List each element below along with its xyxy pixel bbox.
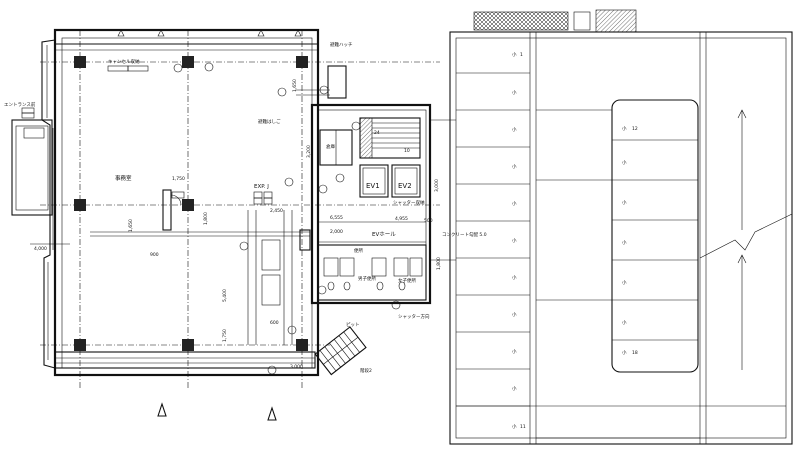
column xyxy=(182,339,194,351)
curtain-box-label: キャンセル収納 xyxy=(108,58,140,65)
emergency-hatch-label: 避難ハッチ xyxy=(330,41,353,48)
slot-prefix: 小 xyxy=(512,274,517,281)
dim-6555: 6,555 xyxy=(330,215,343,221)
shutter-box-label: シャッター収納 xyxy=(393,199,425,206)
dim-1800: 1,800 xyxy=(203,212,209,225)
hatch-ladder-label: 避難はしご xyxy=(258,118,281,125)
parking-outline xyxy=(449,31,793,445)
elevator-1 xyxy=(359,164,389,198)
parking-stair xyxy=(473,11,569,31)
dim-1750b: 1,750 xyxy=(222,329,228,342)
toilet-label: 便所 xyxy=(354,247,363,254)
slot-prefix: 小 xyxy=(512,163,517,170)
dim-1800b: 1,800 xyxy=(436,257,442,270)
dim-3200: 3,200 xyxy=(306,145,312,158)
parking-slot-labels: 小 1 小 小 小 小 小 小 小 小 小 小 11 小 12 小 小 小 小 … xyxy=(512,51,638,430)
break-line xyxy=(699,213,793,259)
core-outline xyxy=(310,103,432,305)
dim-1750: 1,750 xyxy=(172,176,185,182)
slot-prefix: 小 xyxy=(622,199,627,206)
left-slot-lines xyxy=(456,72,530,407)
column xyxy=(74,56,86,68)
slot-prefix: 小 xyxy=(512,126,517,133)
top-markers xyxy=(117,29,302,37)
slot-prefix: 小 xyxy=(512,423,517,430)
slot-prefix: 小 xyxy=(622,125,627,132)
left-building: エントランス前 事務室 1,750 1,650 4,000 5,400 1,75… xyxy=(4,28,440,421)
slot-prefix: 小 xyxy=(512,51,517,58)
bottom-slab xyxy=(54,351,316,369)
left-wall-outline xyxy=(41,39,56,369)
slot-prefix: 小 xyxy=(512,89,517,96)
slot-number: 1 xyxy=(520,52,523,58)
slot-prefix: 小 xyxy=(622,279,627,286)
toilet-block xyxy=(317,244,427,301)
shutter-direction-label: シャッター方向 xyxy=(398,313,430,320)
dim-1650b: 1,650 xyxy=(292,79,298,92)
dim-1650: 1,650 xyxy=(128,219,134,232)
storage-label: 倉庫 xyxy=(326,143,335,150)
pit-label: ピット xyxy=(346,322,360,328)
dim-4955: 4,955 xyxy=(395,216,408,222)
parking-structure: 小 1 小 小 小 小 小 小 小 小 小 小 11 小 12 小 小 小 小 … xyxy=(449,9,793,445)
ev2-label: EV2 xyxy=(398,182,412,190)
slot-prefix: 小 xyxy=(512,348,517,355)
north-marker xyxy=(267,406,277,421)
slot-prefix: 小 xyxy=(622,319,627,326)
column xyxy=(296,339,308,351)
middle-slot-lines xyxy=(612,139,698,341)
slot-prefix: 小 xyxy=(512,385,517,392)
ev-hall-label: EVホール xyxy=(372,231,396,238)
grade-note: コンクリート勾配 5.0 xyxy=(442,231,487,238)
dim-3000: 3,000 xyxy=(290,364,303,370)
exp-j-label: EXP. J xyxy=(254,184,269,190)
slot-prefix: 小 xyxy=(512,311,517,318)
num-10: 10 xyxy=(404,148,410,154)
stairs-2 xyxy=(314,326,367,376)
dim-2000: 2,000 xyxy=(330,229,343,235)
slot-number: 12 xyxy=(632,126,638,132)
stairs2-label: 階段2 xyxy=(360,367,372,374)
dim-4000: 4,000 xyxy=(34,246,47,252)
slot-prefix: 小 xyxy=(622,239,627,246)
slot-prefix: 小 xyxy=(622,159,627,166)
dim-3000b: 3,000 xyxy=(434,179,440,192)
hatch-box xyxy=(327,65,347,99)
north-marker xyxy=(157,402,167,417)
mens-toilet-label: 男子便所 xyxy=(358,275,376,282)
column xyxy=(296,56,308,68)
central-pillar xyxy=(162,189,172,231)
entrance-label: エントランス前 xyxy=(4,101,36,108)
column xyxy=(182,56,194,68)
left-wall-detail xyxy=(46,45,54,360)
num-24: 24 xyxy=(374,130,380,136)
womens-toilet-label: 女子便所 xyxy=(398,277,416,284)
slot-number: 11 xyxy=(520,424,526,430)
entrance-canopy xyxy=(11,119,53,216)
dim-2450: 2,450 xyxy=(270,208,283,214)
dim-600: 600 xyxy=(270,320,279,326)
slot-number: 18 xyxy=(632,350,638,356)
slot-prefix: 小 xyxy=(512,200,517,207)
slot-prefix: 小 xyxy=(622,349,627,356)
ev1-label: EV1 xyxy=(366,182,380,190)
middle-island xyxy=(611,99,699,373)
column xyxy=(74,199,86,211)
room-label: 事務室 xyxy=(115,174,132,182)
dim-500: 500 xyxy=(424,218,433,224)
elevator-2 xyxy=(391,164,421,198)
dim-5400: 5,400 xyxy=(222,289,228,302)
dim-900: 900 xyxy=(150,252,159,258)
column xyxy=(74,339,86,351)
column xyxy=(182,199,194,211)
service-core: 避難ハッチ キャンセル収納 避難はしご 24 10 倉庫 EV1 EV2 xyxy=(107,41,487,376)
slot-prefix: 小 xyxy=(512,237,517,244)
circle-markers xyxy=(173,62,401,375)
